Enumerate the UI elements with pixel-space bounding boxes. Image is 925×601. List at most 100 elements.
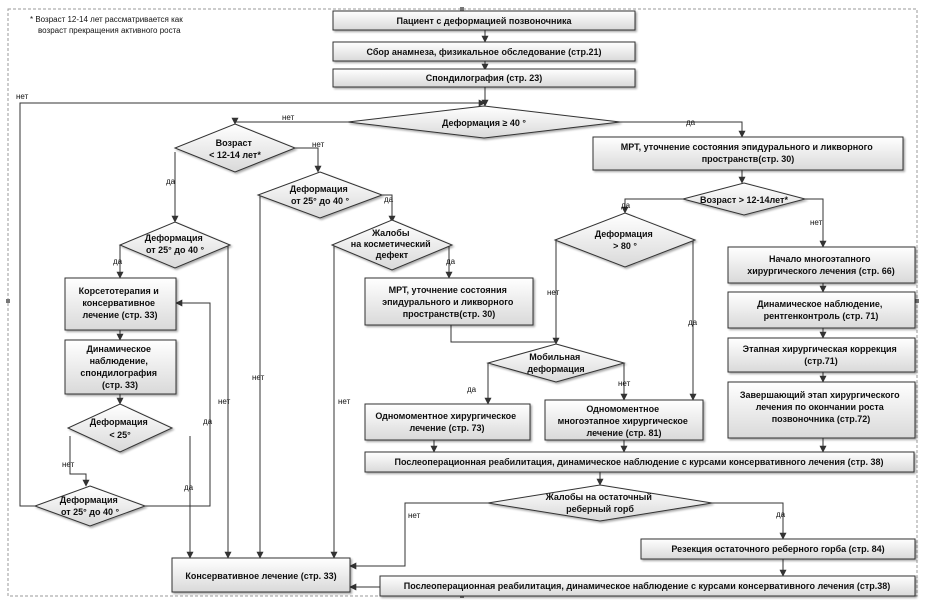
edge: [349, 502, 488, 570]
decision-mobile: Мобильная деформация: [486, 343, 626, 383]
node-dynamic-observation-line-1: Динамическое: [86, 344, 151, 354]
edge-label-no: нет: [62, 460, 75, 469]
node-corset-line-1: Корсетотерапия и: [79, 286, 159, 296]
node-patient: Пациент с деформацией позвоночника: [332, 10, 636, 31]
decision-deform-25-40-bottom: Деформация от 25° до 40 °: [33, 485, 147, 527]
node-rehab-1-line-1: Послеоперационная реабилитация, динамиче…: [394, 457, 883, 467]
decision-deform25-line-2: < 25°: [109, 430, 131, 440]
edge-label-yes: да: [184, 483, 194, 492]
node-final-stage-text: Завершающий этап хирургического лечения …: [740, 390, 902, 424]
decision-age-lt-line-2: < 12-14 лет*: [209, 150, 261, 160]
edge-label-yes: да: [621, 201, 631, 210]
edge: [231, 117, 348, 125]
node-staged-correction-line-2: (стр.71): [804, 356, 837, 366]
edge-labels: нет нет да нет да да да нет да да нет да…: [16, 92, 823, 520]
node-final-stage-line-2: лечения по окончании роста: [756, 402, 885, 412]
node-staged-correction: Этапная хирургическая коррекция (стр.71): [727, 337, 916, 373]
node-onestage-multi-line-1: Одномоментное: [586, 404, 659, 414]
frame-handle-right: [915, 299, 919, 303]
node-anamnesis-line-1: Сбор анамнеза, физикальное обследование …: [366, 47, 601, 57]
decision-rib-hump: Жалобы на остаточный реберный горб: [487, 484, 713, 522]
node-mri-mid-text: МРТ, уточнение состояния эпидурального и…: [382, 285, 516, 319]
node-dynamic-xray-text: Динамическое наблюдение, рентгенконтроль…: [757, 299, 885, 321]
node-spondylography-line-1: Спондилография (стр. 23): [426, 73, 543, 83]
edge-label-yes: да: [203, 417, 213, 426]
decision-deform40-line-1: Деформация ≥ 40 °: [442, 118, 526, 128]
decision-age-lt: Возраст < 12-14 лет*: [173, 123, 297, 173]
decision-age-lt-line-1: Возраст: [216, 138, 253, 148]
decision-deform-25-40-bottom-line-1: Деформация: [60, 495, 118, 505]
edge: [712, 502, 787, 540]
decision-complaints-text: Жалобы на косметический дефект: [351, 228, 433, 260]
node-rehab-2-line-1: Послеоперационная реабилитация, динамиче…: [404, 581, 891, 591]
node-anamnesis: Сбор анамнеза, физикальное обследование …: [332, 41, 636, 62]
node-mri-top-line-2: пространств(стр. 30): [702, 154, 795, 164]
node-mri-top: МРТ, уточнение состояния эпидурального и…: [592, 136, 904, 171]
node-mri-mid-line-3: пространств(стр. 30): [403, 309, 496, 319]
footnote-line-2: возраст прекращения активного роста: [38, 26, 181, 35]
edge: [19, 99, 486, 507]
node-resection-line-1: Резекция остаточного реберного горба (ст…: [671, 544, 884, 554]
edge-label-yes: да: [776, 510, 786, 519]
node-onestage-text: Одномоментное хирургическое лечение (стр…: [375, 411, 518, 433]
decision-mobile-line-2: деформация: [527, 364, 584, 374]
decision-deform-25-40-mid-text: Деформация от 25° до 40 °: [290, 184, 351, 206]
edge: [805, 198, 827, 248]
edge-label-yes: да: [113, 257, 123, 266]
decision-age-lt-text: Возраст < 12-14 лет*: [209, 138, 261, 160]
decision-complaints-line-1: Жалобы: [371, 228, 410, 238]
edge-label-yes: да: [384, 195, 394, 204]
decision-deform-25-40-left: Деформация от 25° до 40 °: [118, 221, 232, 269]
decision-rib-hump-text: Жалобы на остаточный реберный горб: [545, 492, 655, 514]
decision-deform80-line-2: > 80 °: [613, 241, 637, 251]
edge-label-no: нет: [282, 113, 295, 122]
decision-deform-25-40-bottom-line-2: от 25° до 40 °: [61, 507, 120, 517]
edge-label-no: нет: [810, 218, 823, 227]
node-staged-correction-line-1: Этапная хирургическая коррекция: [743, 344, 897, 354]
node-corset-line-3: лечение (стр. 33): [82, 310, 157, 320]
node-resection: Резекция остаточного реберного горба (ст…: [640, 538, 916, 560]
node-dynamic-observation-line-4: (стр. 33): [102, 380, 138, 390]
edge-label-yes: да: [686, 118, 696, 127]
edge: [620, 121, 746, 138]
decision-deform25-line-1: Деформация: [90, 417, 148, 427]
frame-handle-top: [460, 7, 464, 11]
edge: [621, 198, 683, 214]
decision-deform25: Деформация < 25°: [66, 403, 174, 453]
node-dynamic-xray-line-2: рентгенконтроль (стр. 71): [764, 311, 879, 321]
decision-rib-hump-line-2: реберный горб: [566, 504, 634, 514]
edge-label-no: нет: [408, 511, 421, 520]
edge: [450, 325, 556, 343]
edge-label-no: нет: [547, 288, 560, 297]
edge-label-yes: да: [467, 385, 477, 394]
edge-label-no: нет: [338, 397, 351, 406]
node-dynamic-xray-line-1: Динамическое наблюдение,: [757, 299, 882, 309]
edge-label-no: нет: [218, 397, 231, 406]
node-corset-line-2: консервативное: [82, 298, 155, 308]
decision-deform80-line-1: Деформация: [595, 229, 653, 239]
node-staged-correction-text: Этапная хирургическая коррекция (стр.71): [743, 344, 900, 366]
decision-age-gt: Возраст > 12-14лет*: [681, 182, 807, 216]
node-dynamic-observation-line-3: спондилография: [80, 368, 157, 378]
edge-label-yes: да: [446, 257, 456, 266]
decision-deform40: Деформация ≥ 40 °: [347, 105, 621, 139]
edge: [145, 299, 211, 507]
node-onestage-line-2: лечение (стр. 73): [409, 423, 484, 433]
node-conservative: Консервативное лечение (стр. 33): [171, 557, 351, 593]
edge: [380, 194, 396, 223]
decision-deform-25-40-left-line-1: Деформация: [145, 233, 203, 243]
node-onestage-line-1: Одномоментное хирургическое: [375, 411, 516, 421]
footnote-line-1: * Возраст 12-14 лет рассматривается как: [30, 15, 183, 24]
node-conservative-line-1: Консервативное лечение (стр. 33): [185, 571, 336, 581]
edge-label-no: нет: [618, 379, 631, 388]
decision-deform-25-40-bottom-text: Деформация от 25° до 40 °: [60, 495, 121, 517]
node-onestage-multi-line-3: лечение (стр. 81): [586, 428, 661, 438]
node-onestage: Одномоментное хирургическое лечение (стр…: [364, 403, 531, 441]
node-dynamic-observation-line-2: наблюдение,: [90, 356, 148, 366]
decision-deform25-text: Деформация < 25°: [90, 417, 151, 440]
node-corset-text: Корсетотерапия и консервативное лечение …: [79, 286, 162, 320]
node-mri-mid-line-1: МРТ, уточнение состояния: [389, 285, 507, 295]
node-patient-line-1: Пациент с деформацией позвоночника: [396, 16, 572, 26]
node-onestage-multi-line-2: многоэтапное хирургическое: [558, 416, 688, 426]
decision-deform-25-40-left-line-2: от 25° до 40 °: [146, 245, 205, 255]
